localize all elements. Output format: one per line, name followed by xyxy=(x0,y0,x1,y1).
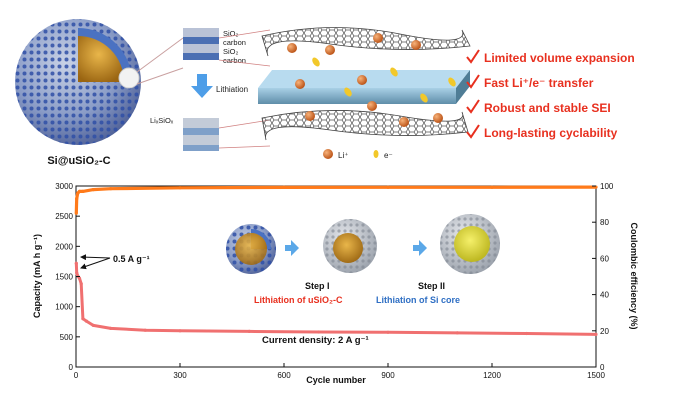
lithiated-layer-label: LiₓSiOₓ xyxy=(150,116,174,125)
rate-arrow-lower xyxy=(80,257,111,270)
efficiency-point xyxy=(386,185,390,189)
y-right-tick-label: 20 xyxy=(600,327,609,336)
capacity-point xyxy=(525,331,529,336)
y-left-tick-label: 2500 xyxy=(55,212,73,221)
efficiency-point xyxy=(74,211,78,215)
inset-particle-2 xyxy=(323,219,377,273)
efficiency-series-line xyxy=(74,185,597,214)
capacity-point xyxy=(91,323,95,327)
capacity-point xyxy=(317,330,321,334)
feature-item: Long-lasting cyclability xyxy=(466,124,618,140)
step2-description: Lithiation of Si core xyxy=(376,295,460,305)
check-icon xyxy=(466,99,480,114)
current-density-label: Current density: 2 A g⁻¹ xyxy=(262,335,369,346)
y-left-tick-label: 2000 xyxy=(55,242,73,251)
check-icon xyxy=(466,49,480,64)
inset-particle-1 xyxy=(226,224,276,274)
x-axis-label: Cycle number xyxy=(306,375,366,385)
x-tick-label: 900 xyxy=(381,371,395,380)
capacity-point xyxy=(594,332,598,336)
rate-label: 0.5 A g⁻¹ xyxy=(113,254,150,264)
capacity-point xyxy=(143,328,147,332)
capacity-point xyxy=(74,261,78,265)
feature-item: Limited volume expansion xyxy=(466,49,635,65)
check-icon xyxy=(466,74,480,89)
capacity-point xyxy=(178,329,182,333)
feature-list: Limited volume expansion Fast Li⁺/e⁻ tra… xyxy=(466,49,635,140)
step1-description: Lithiation of uSiO₂-C xyxy=(254,295,343,305)
feature-text: Robust and stable SEI xyxy=(484,101,611,115)
x-tick-label: 600 xyxy=(277,371,291,380)
layer-label-carbon-2: carbon xyxy=(223,56,246,65)
y-right-tick-label: 80 xyxy=(600,218,609,227)
schematic-panel: Si@uSiO₂-C SiO₂ carbon SiO₂ carbon Lithi… xyxy=(15,19,471,167)
y-right-tick-label: 40 xyxy=(600,291,609,300)
li-legend-icon xyxy=(323,149,333,159)
step1-label: Step I xyxy=(305,281,330,291)
feature-text: Limited volume expansion xyxy=(484,51,635,65)
x-tick-label: 300 xyxy=(173,371,187,380)
particle-label: Si@uSiO₂-C xyxy=(47,155,110,167)
capacity-point xyxy=(81,317,85,321)
efficiency-point xyxy=(77,189,82,193)
capacity-point xyxy=(455,331,459,335)
efficiency-point xyxy=(81,189,85,193)
series-layer xyxy=(74,185,598,336)
check-icon xyxy=(466,124,480,139)
feature-text: Fast Li⁺/e⁻ transfer xyxy=(484,76,594,90)
layer-label-sio2-2: SiO₂ xyxy=(223,47,239,56)
efficiency-point xyxy=(91,188,95,192)
capacity-point xyxy=(247,329,251,333)
y-left-tick-label: 1000 xyxy=(55,303,73,312)
feature-item: Fast Li⁺/e⁻ transfer xyxy=(466,74,594,90)
feature-item: Robust and stable SEI xyxy=(466,99,611,115)
efficiency-point xyxy=(178,186,182,190)
step2-label: Step II xyxy=(418,281,445,291)
electrons xyxy=(312,57,456,103)
sio2-slab xyxy=(258,70,470,104)
capacity-point xyxy=(77,276,82,280)
y-axis-left-label: Capacity (mA h g⁻¹) xyxy=(32,234,42,318)
capacity-point xyxy=(84,319,88,323)
capacity-point xyxy=(79,282,83,286)
efficiency-point xyxy=(109,187,113,191)
electron-legend-label: e⁻ xyxy=(384,151,393,160)
layer-label-carbon-1: carbon xyxy=(223,38,246,47)
rate-arrow-upper xyxy=(80,254,111,261)
y-left-tick-label: 0 xyxy=(69,363,74,372)
li-legend-label: Li⁺ xyxy=(338,151,348,160)
y-left-tick-label: 1500 xyxy=(55,273,73,282)
x-tick-label: 0 xyxy=(74,371,79,380)
lithiation-arrow-icon xyxy=(191,74,213,98)
layer-label-sio2-1: SiO₂ xyxy=(223,29,239,38)
capacity-point xyxy=(75,271,79,275)
efficiency-point xyxy=(282,185,286,189)
x-tick-label: 1200 xyxy=(483,371,501,380)
li-ions xyxy=(287,33,443,127)
y-right-tick-label: 60 xyxy=(600,254,609,263)
layer-stack-before xyxy=(183,28,219,60)
capacity-point xyxy=(109,326,113,330)
y-left-tick-label: 3000 xyxy=(55,182,73,191)
inset-illustration: Step I Lithiation of uSiO₂-C Step II Lit… xyxy=(226,214,500,305)
x-tick-label: 1500 xyxy=(587,371,605,380)
feature-text: Long-lasting cyclability xyxy=(484,126,618,140)
layer-stack-after xyxy=(183,118,219,151)
inset-arrow-2-icon xyxy=(413,240,427,256)
inset-arrow-1-icon xyxy=(285,240,299,256)
lithiation-label: Lithiation xyxy=(216,85,248,94)
efficiency-point xyxy=(75,197,79,201)
y-right-tick-label: 0 xyxy=(600,363,605,372)
electron-legend-icon xyxy=(373,150,379,158)
particle-illustration xyxy=(15,19,184,145)
efficiency-point xyxy=(490,185,494,189)
inset-particle-3 xyxy=(440,214,500,274)
capacity-point xyxy=(386,330,390,334)
y-axis-right-label: Coulombic efficiency (%) xyxy=(629,222,639,329)
y-right-tick-label: 100 xyxy=(600,182,614,191)
y-left-tick-label: 500 xyxy=(60,333,74,342)
